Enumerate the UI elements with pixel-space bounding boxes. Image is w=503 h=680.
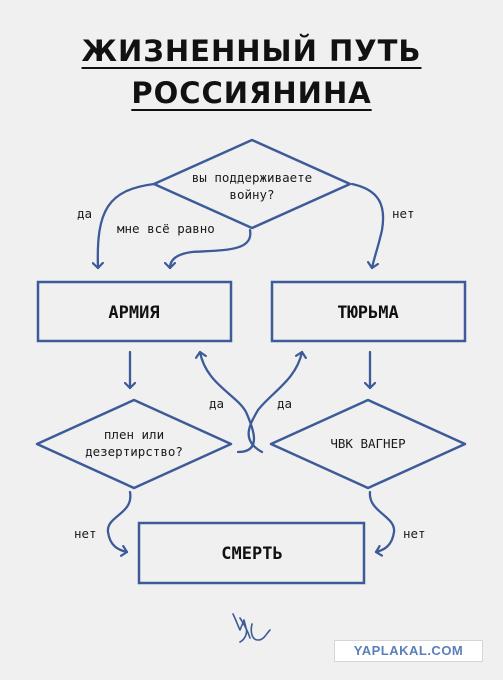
decision-captivity-line2: дезертирство? <box>85 444 183 459</box>
decision-support-war-line2: войну? <box>229 187 274 202</box>
node-death: СМЕРТЬ <box>137 521 366 585</box>
edge-label-captivity-no: нет <box>74 526 97 541</box>
edge-label-wagner-yes: да <box>277 396 292 411</box>
decision-wagner-label: ЧВК ВАГНЕР <box>330 436 405 451</box>
arrow-yes-to-army <box>98 182 156 270</box>
edge-label-wagner-no: нет <box>403 526 426 541</box>
arrow-wagner-no-to-death <box>368 490 396 552</box>
node-prison-label: ТЮРЬМА <box>337 303 398 323</box>
node-prison: ТЮРЬМА <box>270 280 467 343</box>
node-army-label: АРМИЯ <box>108 303 159 323</box>
edge-label-yes-army: да <box>77 206 92 221</box>
title-line-1: ЖИЗНЕННЫЙ ПУТЬ <box>81 34 422 68</box>
edge-label-dont-care: мне всё равно <box>117 221 215 236</box>
artist-signature-icon <box>232 613 271 643</box>
decision-captivity: плен или дезертирство? <box>35 398 233 490</box>
decision-support-war-line1: вы поддерживаете <box>192 170 312 185</box>
node-death-label: СМЕРТЬ <box>221 544 282 564</box>
arrow-captivity-no-to-death <box>106 490 132 552</box>
arrow-captivity-yes-to-army <box>200 350 256 454</box>
watermark-badge: YAPLAKAL.COM <box>334 640 483 662</box>
arrow-no-to-prison <box>350 182 385 270</box>
decision-support-war: вы поддерживаете войну? <box>152 138 352 230</box>
decision-wagner: ЧВК ВАГНЕР <box>269 398 467 490</box>
title-line-2: РОССИЯНИНА <box>131 76 372 110</box>
arrow-wagner-yes-to-prison <box>247 350 302 454</box>
decision-captivity-line1: плен или <box>104 427 164 442</box>
edge-label-captivity-yes: да <box>209 396 224 411</box>
arrow-dont-care-to-army <box>170 228 252 270</box>
node-army: АРМИЯ <box>36 280 233 343</box>
edge-label-no-prison: нет <box>392 206 415 221</box>
